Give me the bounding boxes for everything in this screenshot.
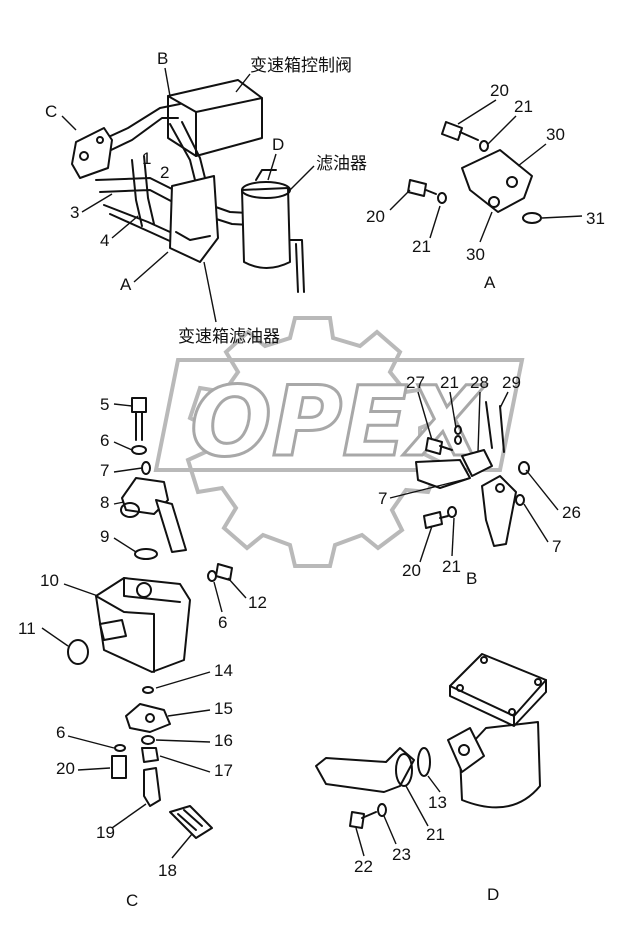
label-7: 7 bbox=[100, 461, 109, 480]
label-B-20: 20 bbox=[402, 561, 421, 580]
view-b-elbow bbox=[415, 459, 471, 489]
label-view-A: A bbox=[484, 273, 496, 292]
hose-18 bbox=[169, 805, 213, 839]
view-a-block bbox=[461, 149, 533, 213]
flange-15 bbox=[125, 703, 171, 733]
bolt-20-c bbox=[111, 755, 127, 779]
label-A-21-left: 21 bbox=[412, 237, 431, 256]
label-B-29: 29 bbox=[502, 373, 521, 392]
label-21-d: 21 bbox=[426, 825, 445, 844]
label-19: 19 bbox=[96, 823, 115, 842]
transmission-filter-housing bbox=[169, 175, 219, 263]
bracket-c bbox=[71, 127, 113, 179]
filter-housing-d bbox=[459, 721, 541, 809]
label-23: 23 bbox=[392, 845, 411, 864]
label-20-c: 20 bbox=[56, 759, 75, 778]
label-view-D: D bbox=[487, 885, 499, 904]
watermark-text: OPEX bbox=[190, 366, 486, 478]
label-15: 15 bbox=[214, 699, 233, 718]
label-B-27: 27 bbox=[406, 373, 425, 392]
label-B-21-top: 21 bbox=[440, 373, 459, 392]
oil-filter-cylinder bbox=[241, 187, 291, 269]
label-18: 18 bbox=[158, 861, 177, 880]
label-A-main: A bbox=[120, 275, 132, 294]
label-6-mid: 6 bbox=[218, 613, 227, 632]
bolt-5 bbox=[131, 397, 147, 413]
label-11: 11 bbox=[18, 619, 36, 638]
label-A-20-left: 20 bbox=[366, 207, 385, 226]
label-22: 22 bbox=[354, 857, 373, 876]
label-A-31: 31 bbox=[586, 209, 605, 228]
label-3: 3 bbox=[70, 203, 79, 222]
label-A-30-top: 30 bbox=[546, 125, 565, 144]
label-17: 17 bbox=[214, 761, 233, 780]
label-transmission-filter: 变速箱滤油器 bbox=[178, 327, 280, 347]
label-view-B: B bbox=[466, 569, 477, 588]
label-6-top: 6 bbox=[100, 431, 109, 450]
label-10: 10 bbox=[40, 571, 59, 590]
label-6-c: 6 bbox=[56, 723, 65, 742]
watermark-badge bbox=[153, 358, 525, 472]
label-B-main: B bbox=[157, 49, 168, 68]
opex-watermark: OPEX bbox=[153, 316, 525, 568]
elbow-pipe-8 bbox=[155, 499, 187, 553]
view-a-bolt-20-top bbox=[441, 121, 463, 141]
label-B-28: 28 bbox=[470, 373, 489, 392]
main-assembly bbox=[71, 79, 305, 293]
pump-shaft bbox=[99, 619, 127, 641]
label-oil-filter: 滤油器 bbox=[316, 154, 367, 174]
label-5: 5 bbox=[100, 395, 109, 414]
label-D-main: D bbox=[272, 135, 284, 154]
label-2: 2 bbox=[160, 163, 169, 182]
bolt-12 bbox=[215, 563, 233, 581]
bolt-22 bbox=[349, 811, 365, 829]
view-b-bolt-20 bbox=[423, 511, 443, 529]
label-9: 9 bbox=[100, 527, 109, 546]
view-a-bolt-20-left bbox=[407, 179, 427, 197]
control-valve-box bbox=[167, 79, 263, 157]
label-A-20-top: 20 bbox=[490, 81, 509, 100]
view-b-parts bbox=[415, 401, 530, 547]
view-d-parts bbox=[315, 653, 547, 829]
label-13: 13 bbox=[428, 793, 447, 812]
label-B-7-right: 7 bbox=[552, 537, 561, 556]
label-8: 8 bbox=[100, 493, 109, 512]
pump-exploded-parts bbox=[67, 397, 233, 673]
nut-17 bbox=[141, 747, 159, 763]
view-b-bent-pipe bbox=[481, 475, 517, 547]
filter-port-flange bbox=[447, 727, 485, 773]
label-12: 12 bbox=[248, 593, 267, 612]
label-view-C: C bbox=[126, 891, 138, 910]
pipe-d bbox=[315, 747, 415, 793]
label-16: 16 bbox=[214, 731, 233, 750]
view-b-pipe-29 bbox=[485, 401, 505, 453]
label-C-main: C bbox=[45, 102, 57, 121]
label-A-21-top: 21 bbox=[514, 97, 533, 116]
label-A-30-bottom: 30 bbox=[466, 245, 485, 264]
watermark-gear bbox=[185, 316, 443, 568]
label-B-21-bottom: 21 bbox=[442, 557, 461, 576]
view-a-parts bbox=[407, 121, 542, 224]
view-c-parts bbox=[111, 686, 213, 839]
label-14: 14 bbox=[214, 661, 233, 680]
label-4: 4 bbox=[100, 231, 109, 250]
label-B-7-left: 7 bbox=[378, 489, 387, 508]
view-b-flange-28 bbox=[461, 449, 493, 477]
fitting-19 bbox=[143, 767, 161, 807]
label-transmission-control-valve: 变速箱控制阀 bbox=[250, 56, 352, 76]
label-1: 1 bbox=[142, 149, 151, 168]
label-B-26: 26 bbox=[562, 503, 581, 522]
view-b-bolt-27 bbox=[425, 437, 443, 455]
